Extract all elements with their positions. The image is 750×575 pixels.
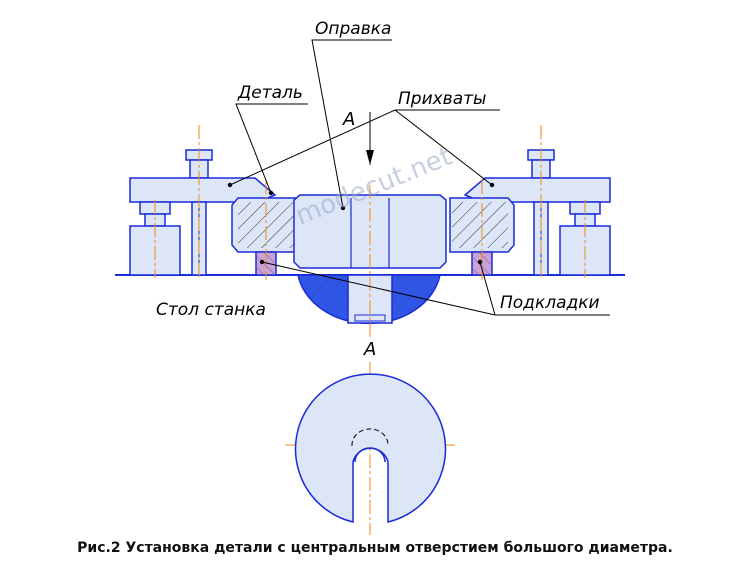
figure-caption: Рис.2 Установка детали с центральным отв… [77, 540, 673, 556]
label-clamps: Прихваты [398, 89, 486, 109]
right-shim-hatch [472, 252, 492, 275]
section-label-top: A [342, 109, 355, 130]
section-a-view [294, 373, 447, 523]
leader-dots [227, 182, 495, 265]
label-mandrel: Оправка [315, 19, 391, 39]
section-label-bottom: A [363, 339, 376, 360]
label-shims: Подкладки [500, 293, 600, 313]
label-machine-table: Стол станка [156, 300, 266, 320]
left-shim-hatch [256, 252, 276, 275]
leader-lines [229, 39, 610, 316]
label-part: Деталь [237, 83, 303, 103]
workpiece [231, 197, 515, 253]
